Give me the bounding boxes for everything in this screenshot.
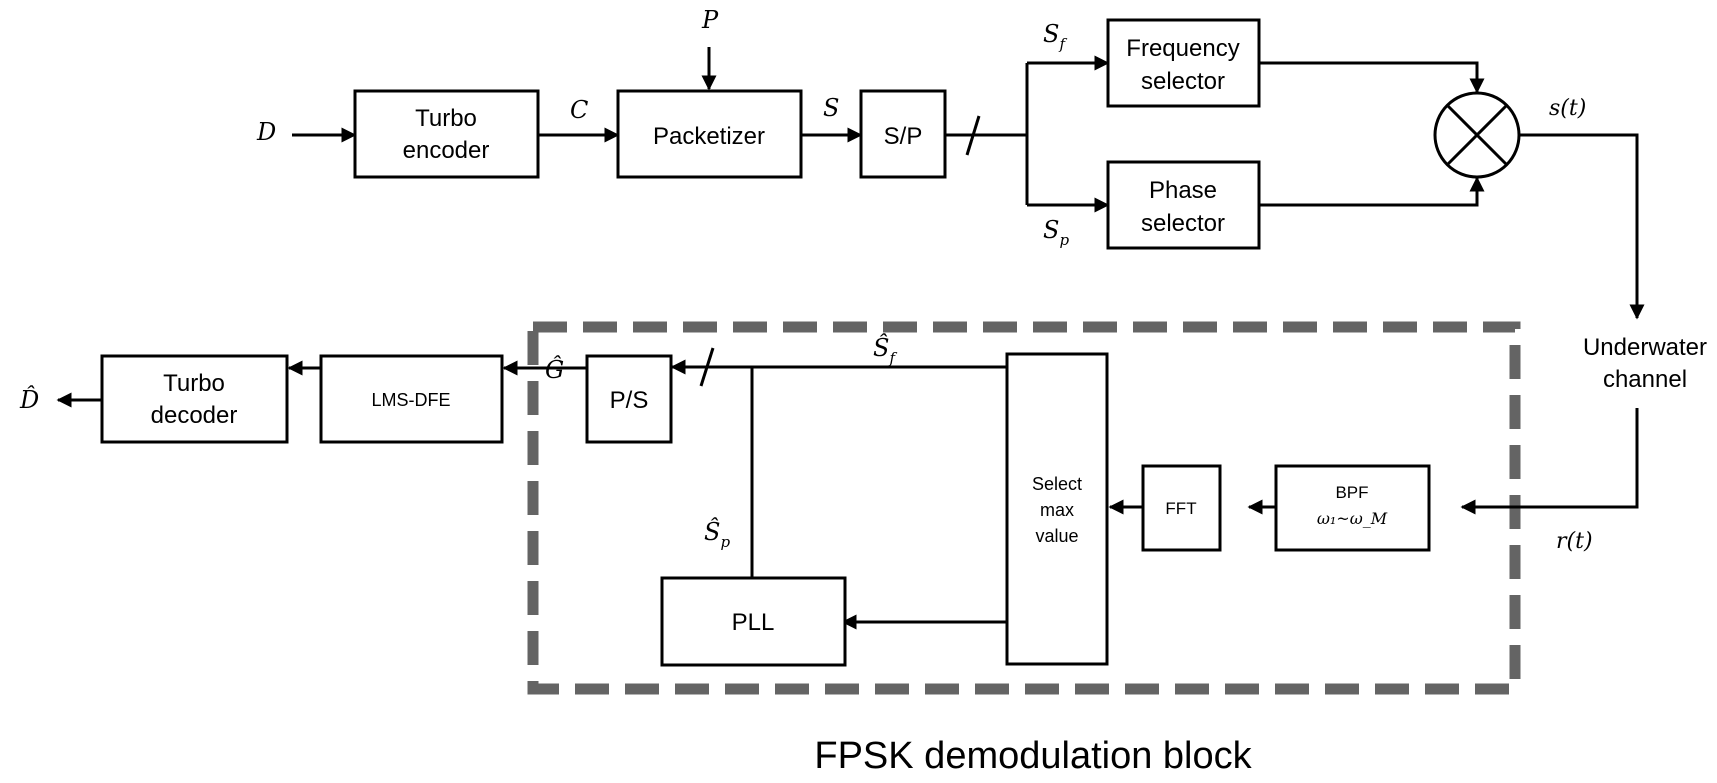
select-max-value-block: Select max value: [1005, 352, 1109, 666]
signal-p-label: P: [701, 6, 719, 34]
bpf-block: BPF ω₁~ω_M: [1274, 464, 1431, 552]
turbo-encoder-label-line1: Turbo: [415, 105, 477, 132]
lms-dfe-label: LMS-DFE: [371, 390, 450, 410]
packetizer-label: Packetizer: [653, 123, 765, 150]
wire-channel-to-bpf: [1460, 408, 1639, 515]
signal-rt-label: r(t): [1556, 529, 1593, 554]
signal-st-label: s(t): [1549, 96, 1586, 121]
wire-phase-to-mixer: [1259, 176, 1485, 207]
signal-s-label: S: [823, 94, 839, 122]
bus-slash-tx: [965, 115, 981, 156]
frequency-selector-label-line1: Frequency: [1126, 35, 1239, 62]
fpsk-demodulation-caption: FPSK demodulation block: [814, 735, 1252, 777]
wire-mixer-to-channel: [1519, 133, 1645, 320]
ps-converter-block: P/S: [585, 354, 673, 444]
turbo-encoder-block: Turbo encoder: [353, 89, 540, 179]
frequency-selector-block: Frequency selector: [1106, 18, 1261, 108]
signal-d-hat-label: D̂: [19, 386, 39, 414]
pll-block: PLL: [660, 576, 847, 667]
bus-slash-rx: [699, 347, 715, 387]
phase-selector-label-line2: selector: [1141, 210, 1225, 237]
signal-sp-hat-label: Ŝp: [704, 517, 730, 551]
turbo-decoder-block: Turbo decoder: [100, 354, 289, 444]
underwater-channel-label-line2: channel: [1603, 366, 1687, 393]
signal-sf-hat-label: Ŝf: [873, 333, 897, 367]
select-max-label-line1: Select: [1032, 474, 1082, 494]
signal-c-label: C: [570, 96, 588, 124]
select-max-label-line2: max: [1040, 500, 1074, 520]
select-max-label-line3: value: [1035, 526, 1078, 546]
wire-freq-to-mixer: [1259, 61, 1485, 94]
packetizer-block: Packetizer: [616, 89, 803, 179]
signal-d-label: D: [256, 118, 276, 146]
underwater-channel-label-line1: Underwater: [1583, 334, 1707, 361]
turbo-encoder-label-line2: encoder: [403, 137, 490, 164]
turbo-decoder-label-line2: decoder: [151, 402, 238, 429]
phase-selector-block: Phase selector: [1106, 160, 1261, 250]
lms-dfe-block: LMS-DFE: [319, 354, 504, 444]
multiplier-mixer-icon: [1433, 91, 1521, 179]
signal-sp-label: Sp: [1043, 216, 1069, 249]
frequency-selector-label-line2: selector: [1141, 68, 1225, 95]
bpf-range-label: ω₁~ω_M: [1317, 509, 1388, 528]
fft-block: FFT: [1141, 464, 1222, 552]
fft-label: FFT: [1165, 499, 1196, 518]
phase-selector-label-line1: Phase: [1149, 177, 1217, 204]
sp-converter-block: S/P: [859, 89, 947, 179]
bpf-label: BPF: [1335, 483, 1368, 502]
pll-label: PLL: [732, 609, 775, 636]
turbo-decoder-label-line1: Turbo: [163, 370, 225, 397]
signal-sf-label: Sf: [1043, 20, 1067, 53]
ps-converter-label: P/S: [610, 387, 649, 414]
sp-converter-label: S/P: [884, 123, 923, 150]
